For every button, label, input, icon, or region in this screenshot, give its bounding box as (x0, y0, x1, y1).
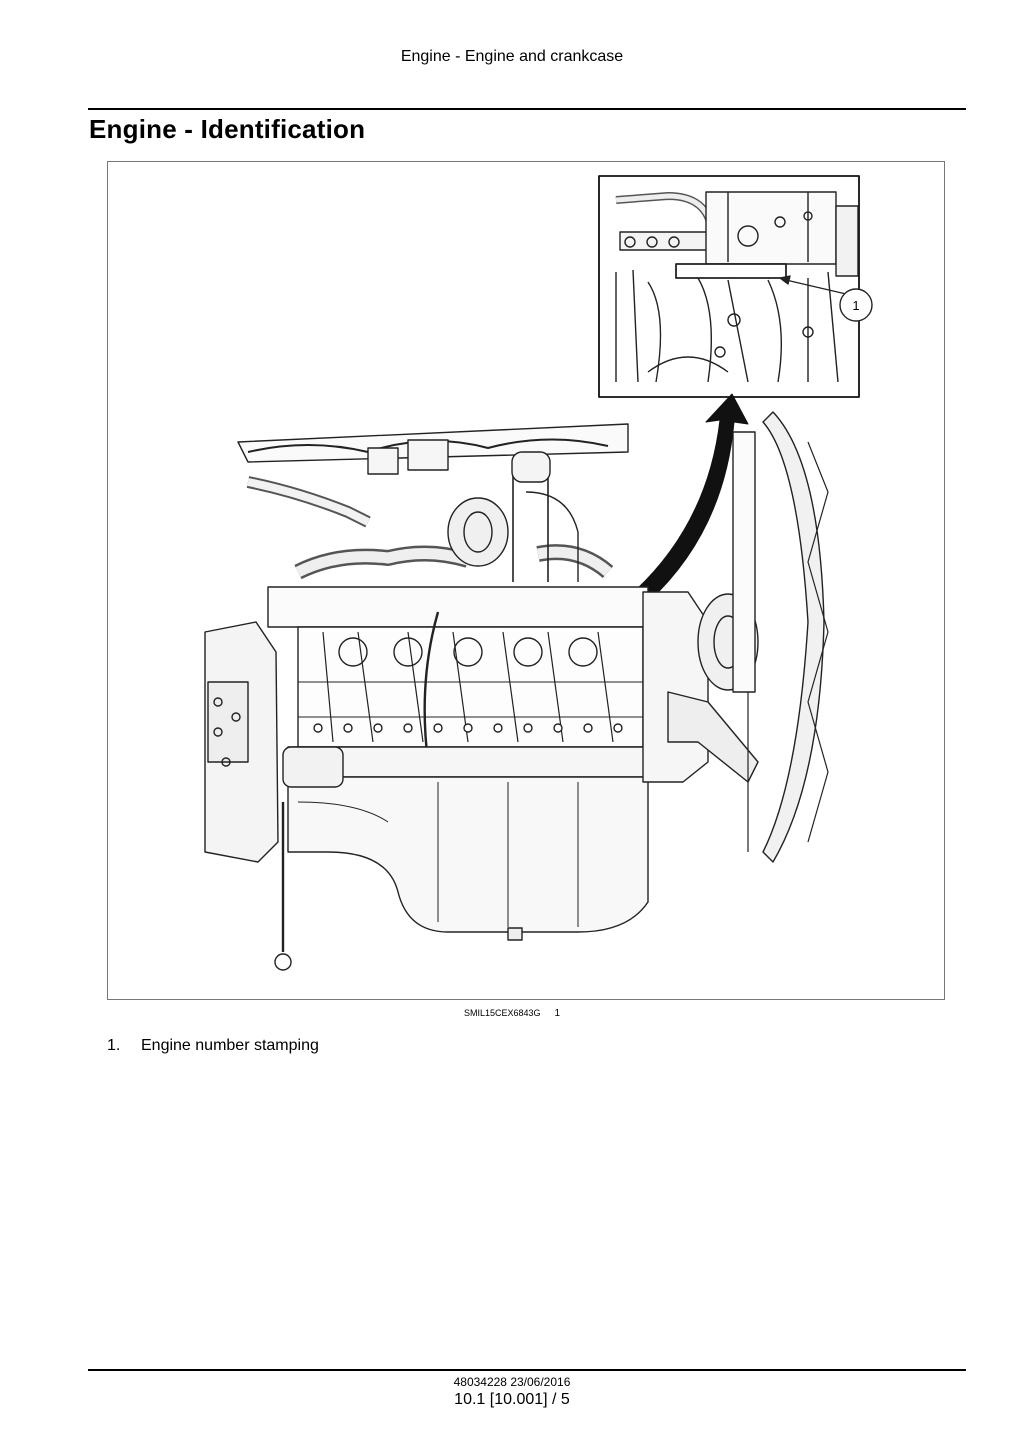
engine-figure: 1 (107, 161, 945, 1000)
legend-item: 1. Engine number stamping (107, 1037, 319, 1055)
figure-code: SMIL15CEX6843G (463, 1008, 541, 1018)
legend-list: 1. Engine number stamping (107, 1037, 319, 1055)
engine-body (204, 411, 829, 971)
detail-inset: 1 (598, 175, 873, 398)
footer-rule (88, 1369, 966, 1371)
header-rule (88, 108, 966, 110)
zoom-arrow (635, 393, 749, 603)
legend-item-number: 1. (107, 1037, 121, 1054)
engine-illustration: 1 (204, 175, 873, 971)
section-title: Engine - Identification (89, 114, 366, 144)
footer-page-ref: 10.1 [10.001] / 5 (454, 1391, 570, 1408)
figure-ref-number: 1 (554, 1008, 561, 1019)
running-header: Engine - Engine and crankcase (400, 48, 624, 65)
callout-number: 1 (852, 298, 859, 313)
figure-caption: SMIL15CEX6843G 1 (0, 1008, 1024, 1019)
legend-item-label: Engine number stamping (141, 1037, 319, 1054)
footer-doc-code: 48034228 23/06/2016 (453, 1375, 571, 1389)
